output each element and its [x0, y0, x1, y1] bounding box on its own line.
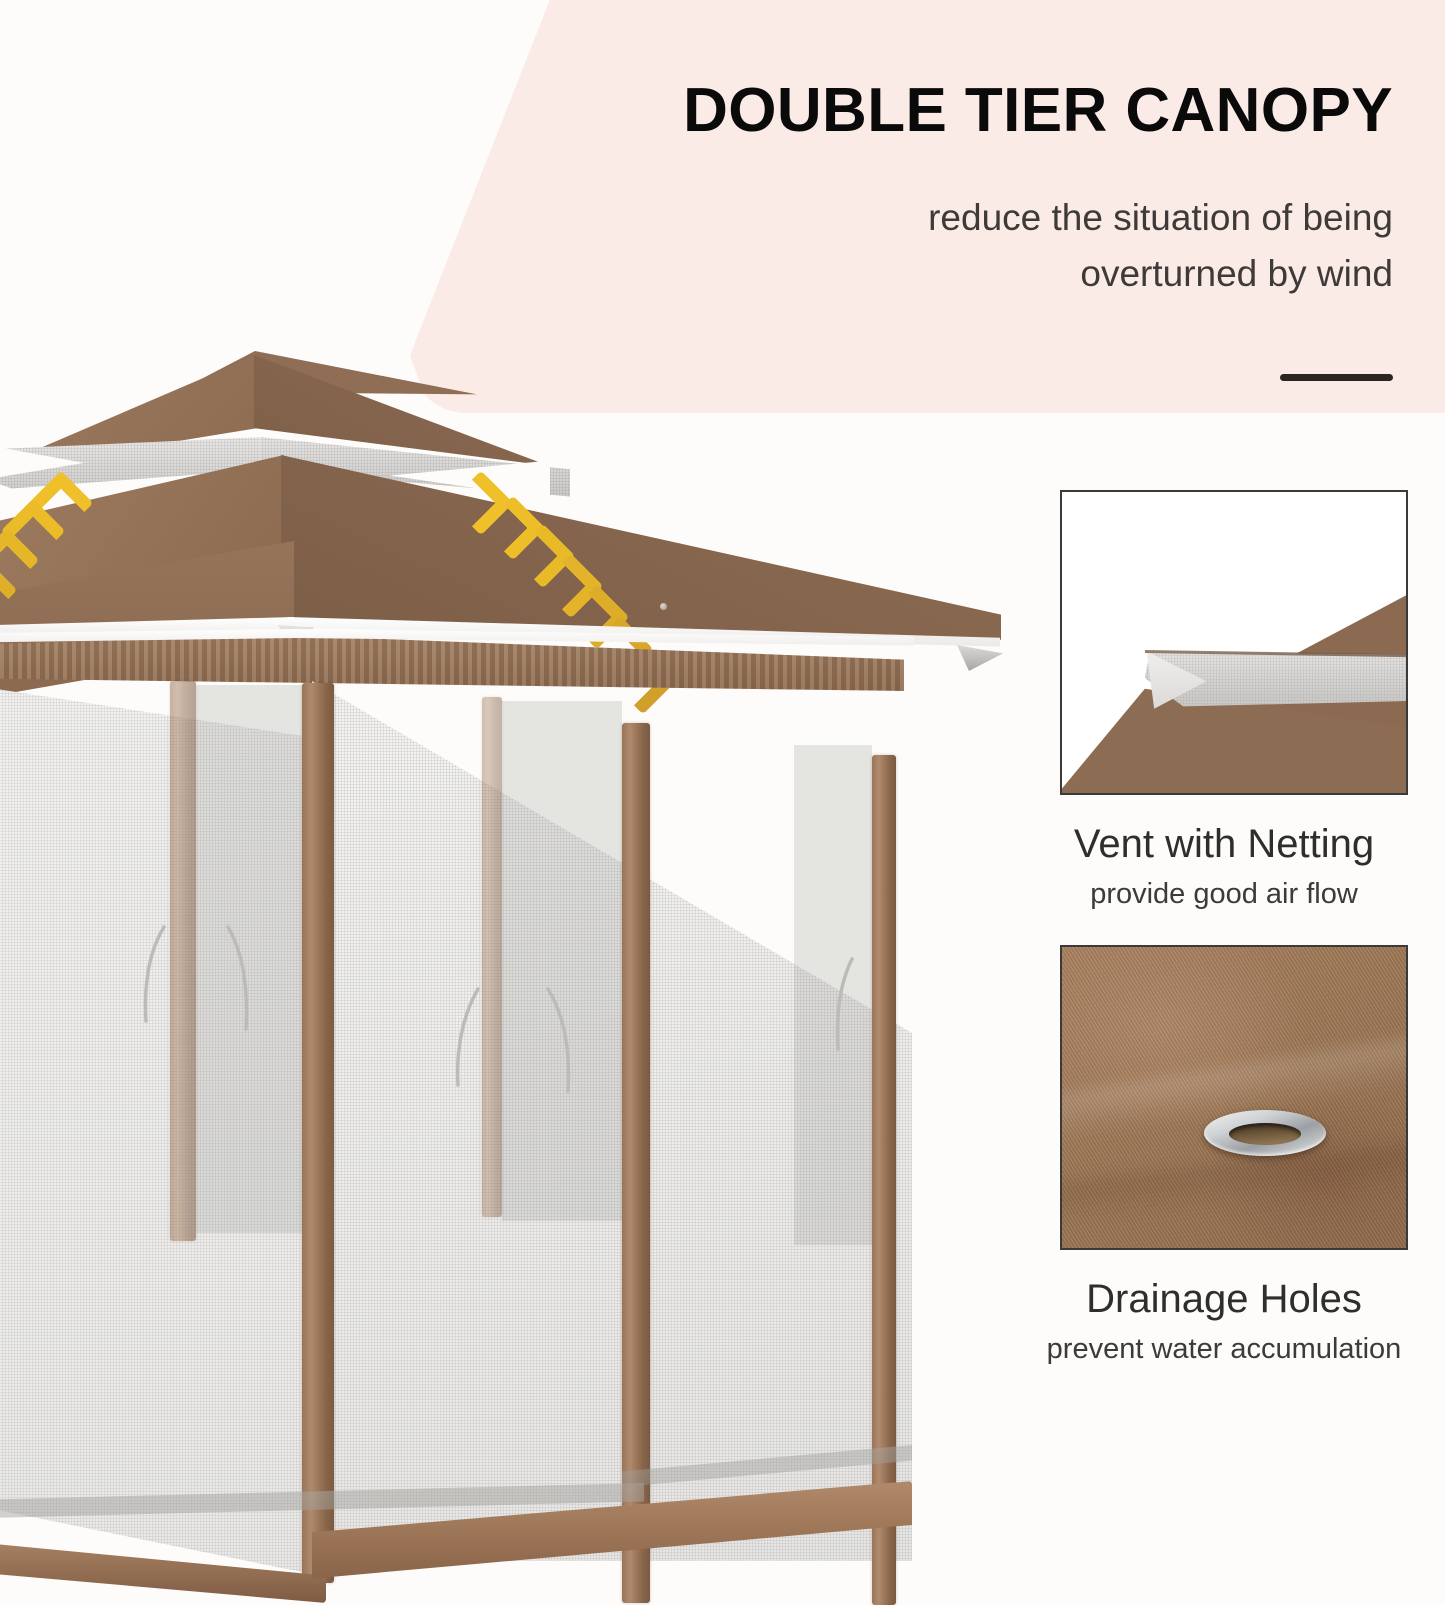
- roof-grommet-dot: [597, 597, 604, 604]
- vent-closeup-illustration: [1062, 492, 1406, 793]
- canopy-fabric-texture: [1062, 947, 1406, 1248]
- feature-subtitle-vent: provide good air flow: [1090, 878, 1358, 910]
- page-subtitle-line-2: overturned by wind: [1080, 253, 1393, 295]
- roof-eave-corner-tip: [957, 645, 1003, 671]
- title-divider-rule: [1280, 374, 1393, 381]
- drainage-grommet-ring: [1204, 1109, 1326, 1156]
- mesh-netting-wall-front: [0, 684, 316, 1575]
- feature-title-drainage: Drainage Holes: [1086, 1277, 1362, 1321]
- page-title: DOUBLE TIER CANOPY: [683, 76, 1393, 145]
- roof-grommet-dot: [660, 603, 667, 610]
- netting-shadow-panel: [196, 685, 302, 1233]
- gazebo-pole-back-inner: [482, 697, 502, 1217]
- feature-subtitle-drainage: prevent water accumulation: [1046, 1333, 1402, 1365]
- feature-image-vent: [1060, 490, 1408, 795]
- gazebo-product-illustration: [0, 345, 1012, 1605]
- gazebo-pole-corner: [302, 683, 334, 1583]
- gazebo-pole-front-left: [170, 681, 196, 1241]
- feature-title-vent: Vent with Netting: [1073, 822, 1375, 866]
- drainage-grommet-hole: [1229, 1122, 1301, 1145]
- netting-shadow-panel: [794, 745, 872, 1245]
- netting-tie-strap: [142, 925, 262, 1035]
- feature-image-drainage: [1060, 945, 1408, 1250]
- netting-tie-strap: [452, 985, 582, 1095]
- header-background-band: [410, 0, 1445, 413]
- page-subtitle: reduce the situation of being overturned…: [693, 190, 1393, 302]
- netting-shadow-panel: [502, 701, 622, 1221]
- page-subtitle-line-1: reduce the situation of being: [928, 197, 1393, 238]
- gazebo-pole-right: [872, 755, 896, 1605]
